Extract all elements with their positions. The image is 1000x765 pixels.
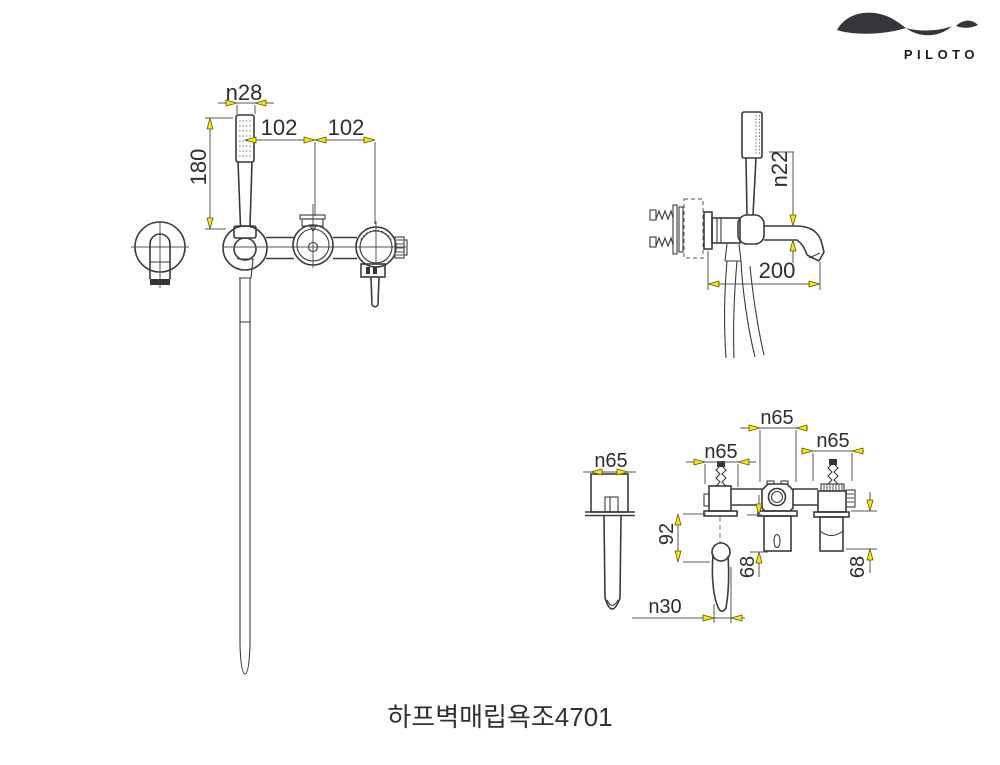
dim-shower-height: 180 <box>186 117 233 230</box>
dim-label-102-left: 102 <box>261 115 298 140</box>
dim-label-102-right: 102 <box>328 115 365 140</box>
dim-stop-depth: 68 <box>846 492 877 578</box>
hand-shower-side <box>741 111 763 216</box>
tub-spout <box>764 225 825 262</box>
dim-label-n65-lever: n65 <box>704 441 737 463</box>
dim-label-68-stop: 68 <box>847 556 869 578</box>
dim-label-68-diverter: 68 <box>737 556 759 578</box>
lever-escutcheon <box>355 221 408 308</box>
dim-label-n28: n28 <box>226 80 263 105</box>
shower-hose-side <box>724 243 765 359</box>
diverter-escutcheon <box>292 204 334 268</box>
wall-fixing-screws <box>649 198 704 259</box>
wall-outlet <box>131 221 189 288</box>
stop-valve-rough-in <box>813 459 856 552</box>
dim-spout-flange: n65 <box>583 450 636 476</box>
shower-hose <box>238 278 252 675</box>
dim-lever-drop: 92 <box>656 513 710 563</box>
dim-label-n65-spout: n65 <box>594 450 627 472</box>
dim-label-n30: n30 <box>648 596 681 618</box>
dim-spout-diameter: n22 <box>767 151 797 263</box>
spout-rough-in <box>585 473 635 610</box>
rough-in-pipes <box>731 488 818 506</box>
dim-label-n65-stop: n65 <box>816 430 849 452</box>
dim-label-200: 200 <box>759 258 796 283</box>
brand-logo: PILOTO <box>837 12 979 62</box>
shower-holder <box>222 225 268 279</box>
diverter-valve-rough-in <box>757 480 798 552</box>
dim-diverter-valve: n65 <box>740 407 808 482</box>
dim-stop-valve: n65 <box>801 430 864 481</box>
side-view: n22 200 <box>649 111 825 359</box>
lever-valve-rough-in <box>703 461 738 613</box>
dim-label-92: 92 <box>656 523 678 545</box>
front-view: n28 180 102 102 <box>131 80 408 675</box>
hand-shower <box>235 114 255 227</box>
page-title: 하프벽매립욕조4701 <box>387 702 612 732</box>
side-valve-body <box>703 211 765 250</box>
dim-label-n65-diverter: n65 <box>760 407 793 429</box>
dim-spout-length: 200 <box>707 251 821 290</box>
wave-logo-icon <box>837 12 978 36</box>
dim-lever-diameter: n30 <box>632 567 745 623</box>
rough-in-view: n65 <box>583 407 877 623</box>
dim-valve-spacing: 102 102 <box>244 115 376 224</box>
dim-diverter-depth: 68 <box>737 495 768 578</box>
dim-label-180: 180 <box>186 149 211 186</box>
brand-wordmark: PILOTO <box>904 47 979 62</box>
dim-lever-valve: n65 <box>686 441 756 487</box>
dim-shower-head-diameter: n28 <box>218 80 274 114</box>
dim-label-n22: n22 <box>767 151 792 188</box>
